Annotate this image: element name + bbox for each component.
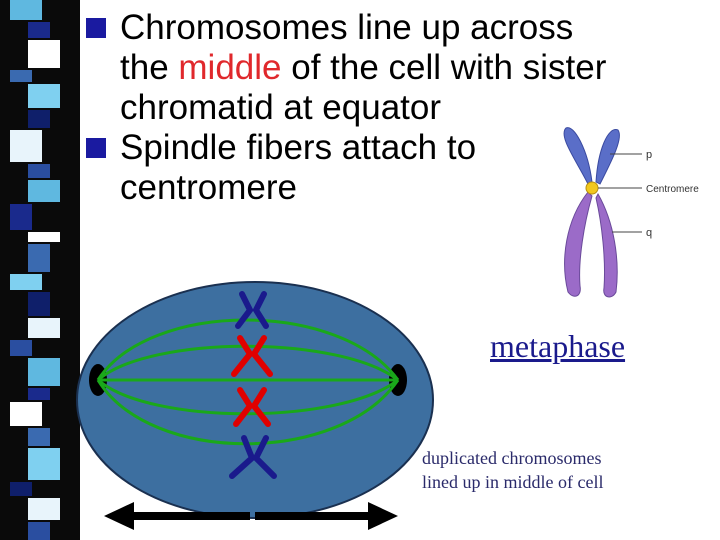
stripe-block bbox=[28, 292, 50, 316]
p-arm-label: p bbox=[646, 149, 652, 161]
bullet-continuation: chromatid at equator bbox=[120, 88, 442, 127]
metaphase-cell-diagram bbox=[76, 281, 434, 530]
square-bullet-icon bbox=[86, 8, 120, 38]
chromosome-diagram: p Centromere q bbox=[532, 120, 720, 308]
q-arm-label: q bbox=[646, 227, 652, 239]
stripe-block bbox=[28, 180, 60, 202]
stripe-block bbox=[10, 204, 32, 230]
stripe-block bbox=[28, 388, 50, 400]
stripe-block bbox=[10, 274, 42, 290]
bullet-list: Chromosomes line up across the middle of… bbox=[86, 8, 686, 208]
caption: duplicated chromosomes lined up in middl… bbox=[422, 448, 604, 492]
decorative-stripe bbox=[0, 0, 80, 540]
stripe-block bbox=[28, 428, 50, 446]
stripe-block bbox=[10, 482, 32, 496]
stripe-block bbox=[10, 130, 42, 162]
stripe-block bbox=[28, 318, 60, 338]
bullet-continuation: the middle of the cell with sister bbox=[120, 48, 607, 87]
stripe-block bbox=[28, 110, 50, 128]
bullet-item: Chromosomes line up across bbox=[86, 8, 686, 48]
bullet-continuation: centromere bbox=[120, 168, 298, 207]
square-bullet-icon bbox=[86, 128, 120, 158]
metaphase-label: metaphase bbox=[490, 328, 626, 364]
stripe-block bbox=[28, 40, 60, 68]
stripe-block bbox=[10, 402, 42, 426]
stripe-block bbox=[10, 0, 42, 20]
stripe-block bbox=[28, 164, 50, 178]
stripe-block bbox=[28, 448, 60, 480]
stripe-block bbox=[28, 498, 60, 520]
bullet-text: Spindle fibers attach to bbox=[120, 128, 477, 167]
stripe-block bbox=[28, 22, 50, 38]
bullet-text: Chromosomes line up across bbox=[120, 8, 574, 47]
stripe-block bbox=[28, 358, 60, 386]
stripe-block bbox=[28, 84, 60, 108]
centromere-label: Centromere bbox=[646, 184, 699, 195]
stripe-block bbox=[10, 70, 32, 82]
stripe-block bbox=[28, 244, 50, 272]
stripe-block bbox=[28, 232, 60, 242]
highlight-word: middle bbox=[178, 48, 282, 87]
stripe-block bbox=[28, 522, 50, 540]
stripe-block bbox=[10, 340, 32, 356]
bullet-item: Spindle fibers attach to bbox=[86, 128, 686, 168]
